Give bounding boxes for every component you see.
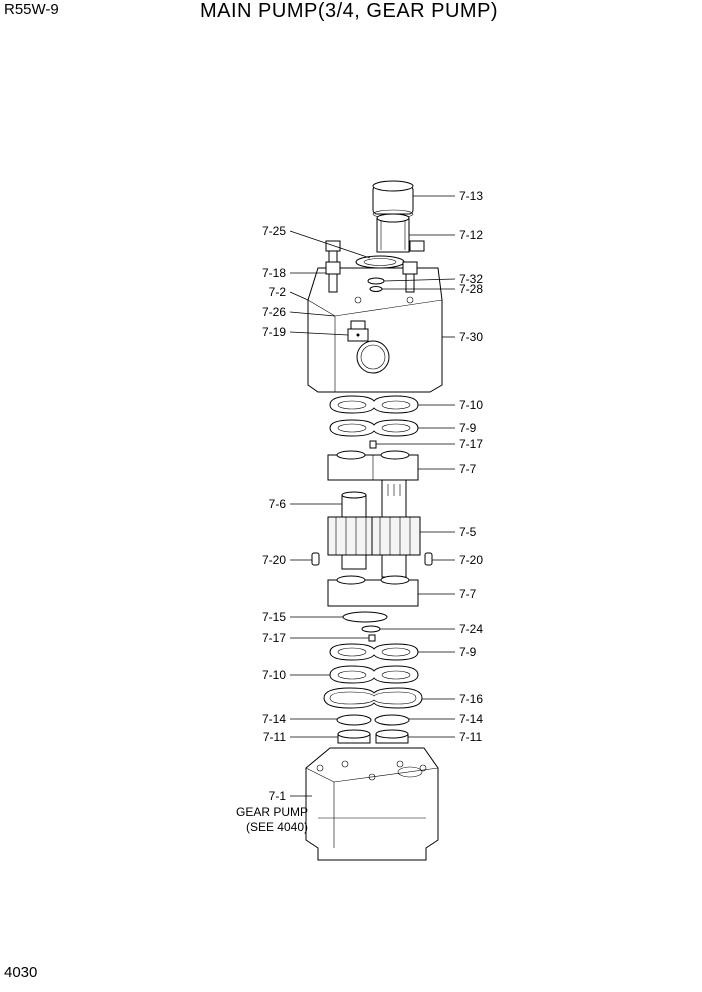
part-bushing-7-7-bottom — [327, 575, 419, 607]
part-housing-7-30 — [307, 267, 443, 393]
page-title: MAIN PUMP(3/4, GEAR PUMP) — [200, 0, 499, 22]
gear-pump-label: GEAR PUMP — [236, 805, 308, 819]
part-gear-7-6 — [327, 491, 377, 570]
callout-7-12: 7-12 — [459, 228, 483, 242]
part-shaft-7-12 — [376, 213, 410, 253]
callout-7-15: 7-15 — [262, 610, 286, 624]
part-bushing-7-7-top — [327, 450, 419, 481]
part-seal-7-24 — [361, 625, 381, 633]
part-fitting-7-19 — [347, 320, 369, 342]
callout-7-11-left: 7-11 — [263, 730, 286, 744]
part-bolts-7-18 — [325, 240, 425, 293]
callout-7-32: 7-32 — [459, 272, 483, 286]
callout-7-7-bottom: 7-7 — [459, 587, 477, 601]
callout-7-7-top: 7-7 — [459, 462, 477, 476]
part-cap-7-13 — [372, 180, 414, 219]
callout-7-26: 7-26 — [262, 305, 286, 319]
part-seal-7-15 — [342, 611, 388, 623]
callout-7-6: 7-6 — [269, 497, 287, 511]
callout-7-11-right: 7-11 — [459, 730, 482, 744]
part-plate-7-10-bottom — [329, 665, 419, 684]
callout-7-2: 7-2 — [269, 285, 287, 299]
part-pin-7-20-right — [424, 552, 433, 566]
part-plate-7-9-top — [329, 419, 419, 437]
callout-7-10-top: 7-10 — [459, 398, 483, 412]
callout-7-25: 7-25 — [262, 224, 286, 238]
callout-7-9-bottom: 7-9 — [459, 645, 477, 659]
part-oring-7-14-left — [336, 714, 372, 726]
callout-7-17-top: 7-17 — [459, 437, 483, 451]
callout-7-14-right: 7-14 — [459, 712, 483, 726]
callout-labels: 7-13 7-12 7-25 7-18 7-32 7-2 7-28 7-26 7… — [236, 189, 483, 834]
part-oring-7-32 — [367, 277, 385, 285]
part-pin-7-20-left — [311, 552, 320, 566]
part-seal-7-25 — [355, 255, 405, 269]
part-gear-7-5 — [371, 479, 421, 578]
part-pin-7-17-top — [369, 440, 377, 449]
part-gasket-7-16 — [323, 687, 423, 709]
callout-7-16: 7-16 — [459, 692, 483, 706]
page-number: 4030 — [4, 964, 38, 981]
part-oring-7-28 — [369, 286, 383, 292]
part-bushing-7-11-left — [337, 729, 371, 744]
callout-7-14-left: 7-14 — [262, 712, 286, 726]
model-code: R55W-9 — [4, 1, 59, 18]
part-oring-7-14-right — [374, 714, 410, 726]
callout-7-30: 7-30 — [459, 330, 483, 344]
callout-7-18: 7-18 — [262, 266, 286, 280]
callout-7-20-left: 7-20 — [262, 553, 286, 567]
callout-7-24: 7-24 — [459, 622, 483, 636]
callout-7-5: 7-5 — [459, 525, 477, 539]
part-pin-7-17-bottom — [368, 634, 376, 642]
part-plate-7-9-bottom — [329, 643, 419, 661]
part-plate-7-10-top — [329, 395, 419, 414]
gear-pump-reference: (SEE 4040) — [246, 820, 308, 834]
part-bushing-7-11-right — [375, 729, 409, 744]
part-gear-pump-7-1 — [305, 747, 439, 861]
callout-7-19: 7-19 — [262, 325, 286, 339]
callout-7-20-right: 7-20 — [459, 553, 483, 567]
callout-7-28: 7-28 — [459, 282, 483, 296]
callout-7-10-bottom: 7-10 — [262, 668, 286, 682]
callout-7-17-bottom: 7-17 — [262, 631, 286, 645]
callout-7-1: 7-1 — [269, 789, 287, 803]
callout-7-13: 7-13 — [459, 189, 483, 203]
leader-lines — [289, 195, 456, 797]
callout-7-9-top: 7-9 — [459, 421, 477, 435]
